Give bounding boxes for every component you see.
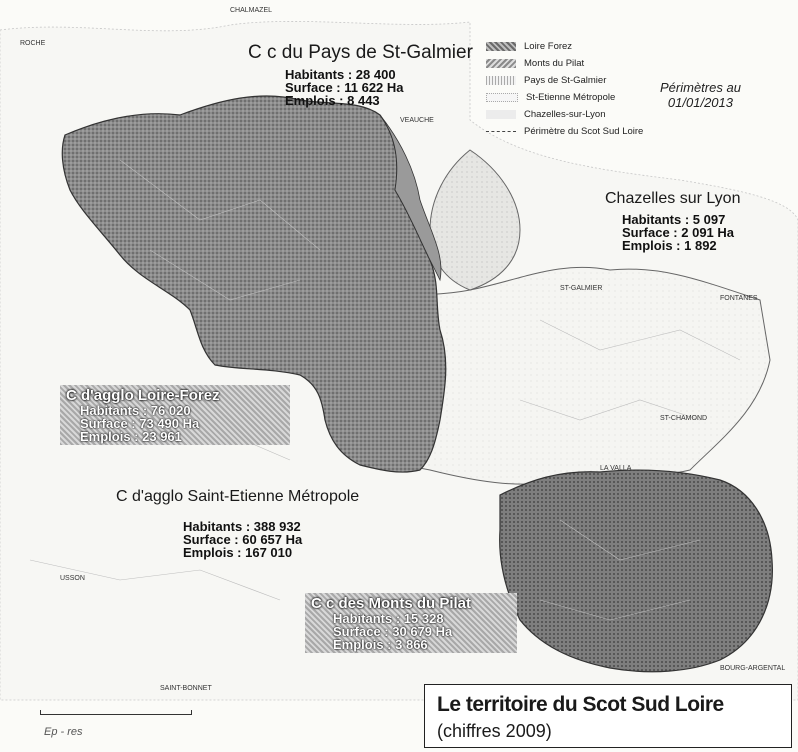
territory-box-monts-du-pilat: C c des Monts du Pilat Habitants : 15 32… <box>305 593 517 653</box>
legend-item: St-Etienne Métropole <box>486 89 643 106</box>
map-subtitle: (chiffres 2009) <box>437 721 552 741</box>
territory-name-saint-etienne: C d'agglo Saint-Etienne Métropole <box>116 488 360 505</box>
legend-label: Loire Forez <box>524 41 573 52</box>
territory-stats-monts-du-pilat: Habitants : 15 328 Surface : 30 679 Ha E… <box>311 612 511 651</box>
stat-emplois: Emplois : 3 866 <box>333 637 428 652</box>
area-chazelles <box>429 149 521 291</box>
stat-habitants: Habitants : 15 328 <box>333 611 444 626</box>
stat-surface: Surface : 2 091 Ha <box>622 225 735 240</box>
legend-label: Pays de St-Galmier <box>524 75 607 86</box>
legend-swatch-monts-du-pilat <box>486 59 516 68</box>
stat-emplois: Emplois : 23 961 <box>80 429 182 444</box>
territory-name-loire-forez: C d'agglo Loire-Forez <box>66 387 220 404</box>
svg-text:ST-CHAMOND: ST-CHAMOND <box>660 415 707 422</box>
svg-text:LA VALLA: LA VALLA <box>600 465 632 472</box>
stat-emplois: Emplois : 8 443 <box>285 93 380 108</box>
svg-text:SAINT-BONNET: SAINT-BONNET <box>160 685 212 692</box>
stat-habitants: Habitants : 76 020 <box>80 403 191 418</box>
legend-item: Chazelles-sur-Lyon <box>486 106 643 123</box>
stat-emplois: Emplois : 1 892 <box>622 238 717 253</box>
svg-text:FONTANES: FONTANES <box>720 295 758 302</box>
svg-text:ROCHE: ROCHE <box>20 40 46 47</box>
stat-habitants: Habitants : 5 097 <box>622 212 726 227</box>
legend-swatch-loire-forez <box>486 42 516 51</box>
legend-item: Périmètre du Scot Sud Loire <box>486 123 643 140</box>
stat-surface: Surface : 11 622 Ha <box>285 80 404 95</box>
svg-text:ST-GALMIER: ST-GALMIER <box>560 285 602 292</box>
svg-text:BOURG-ARGENTAL: BOURG-ARGENTAL <box>720 665 785 672</box>
perimetres-line: Périmètres au <box>660 80 741 95</box>
legend-label: Monts du Pilat <box>524 58 585 69</box>
map-title-box: Le territoire du Scot Sud Loire (chiffre… <box>424 684 792 748</box>
territory-name-chazelles: Chazelles sur Lyon <box>605 190 741 207</box>
territory-stats-loire-forez: Habitants : 76 020 Surface : 73 490 Ha E… <box>66 404 284 443</box>
territory-stats-chazelles: Habitants : 5 097 Surface : 2 091 Ha Emp… <box>622 213 734 252</box>
territory-box-loire-forez: C d'agglo Loire-Forez Habitants : 76 020… <box>60 385 290 445</box>
scale-bar <box>40 710 192 715</box>
legend-label: Périmètre du Scot Sud Loire <box>524 126 644 137</box>
legend: Loire Forez Monts du Pilat Pays de St-Ga… <box>486 38 643 140</box>
area-pays-st-galmier <box>379 114 442 282</box>
legend-swatch-perimetre <box>486 131 516 132</box>
svg-text:VEAUCHE: VEAUCHE <box>400 117 434 124</box>
territory-stats-galmier: Habitants : 28 400 Surface : 11 622 Ha E… <box>285 68 404 107</box>
legend-item: Monts du Pilat <box>486 55 643 72</box>
svg-text:USSON: USSON <box>60 575 85 582</box>
stat-emplois: Emplois : 167 010 <box>183 545 293 560</box>
legend-item: Loire Forez <box>486 38 643 55</box>
perimetres-date: Périmètres au 01/01/2013 <box>660 80 741 110</box>
area-loire-forez <box>61 95 447 473</box>
territory-name-monts-du-pilat: C c des Monts du Pilat <box>311 595 472 612</box>
territory-name-galmier: C c du Pays de St-Galmier <box>248 42 473 63</box>
stat-habitants: Habitants : 388 932 <box>183 519 301 534</box>
svg-text:CHALMAZEL: CHALMAZEL <box>230 7 272 14</box>
legend-label: Chazelles-sur-Lyon <box>524 109 606 120</box>
legend-swatch-chazelles <box>486 110 516 119</box>
legend-swatch-pays-st-galmier <box>486 76 516 85</box>
legend-swatch-st-etienne <box>486 93 518 102</box>
stat-surface: Surface : 73 490 Ha <box>80 416 200 431</box>
territory-stats-saint-etienne: Habitants : 388 932 Surface : 60 657 Ha … <box>183 520 302 559</box>
source-credit: Ep - res <box>44 726 83 738</box>
perimetres-line: 01/01/2013 <box>667 95 733 110</box>
stat-habitants: Habitants : 28 400 <box>285 67 396 82</box>
area-monts-du-pilat <box>499 469 773 673</box>
map-title: Le territoire du Scot Sud Loire <box>437 693 724 716</box>
stat-surface: Surface : 30 679 Ha <box>333 624 453 639</box>
stat-surface: Surface : 60 657 Ha <box>183 532 303 547</box>
legend-label: St-Etienne Métropole <box>526 92 616 103</box>
legend-item: Pays de St-Galmier <box>486 72 643 89</box>
